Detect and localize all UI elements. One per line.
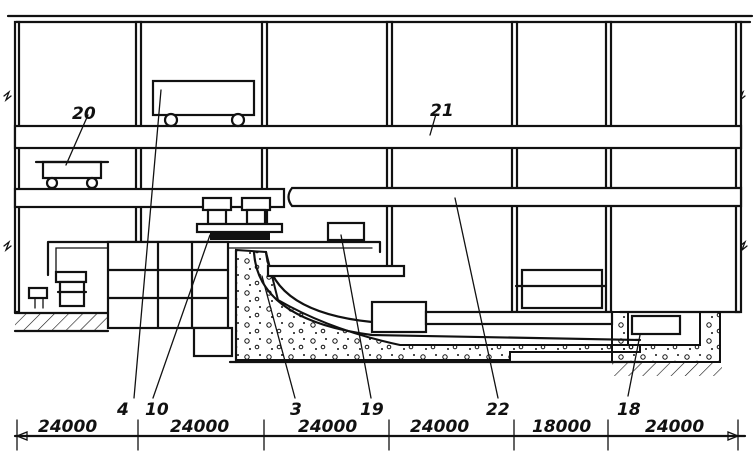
leader-lines: [65, 89, 641, 399]
callout-18: 18: [617, 400, 641, 420]
upper-wagon: [151, 79, 256, 128]
callout-20: 20: [72, 104, 96, 124]
dimension-1: 24000: [38, 417, 97, 437]
dimension-3: 24000: [298, 417, 357, 437]
callout-3: 3: [290, 400, 302, 420]
dimension-2: 24000: [170, 417, 229, 437]
dimension-6: 24000: [645, 417, 704, 437]
dimension-values: 24000 24000 24000 24000 18000 24000: [38, 417, 704, 437]
callout-10: 10: [145, 400, 169, 420]
crane-20: [34, 160, 110, 190]
right-pit: [611, 310, 742, 376]
upper-crane-beam: [13, 124, 743, 150]
lower-beam-right: [287, 186, 743, 208]
dimension-line: [13, 419, 747, 451]
callout-labels: 20 21 4 10 3 19 22 18: [72, 101, 641, 420]
channel: [266, 264, 614, 334]
callout-19: 19: [360, 400, 384, 420]
left-equipment: [27, 270, 88, 309]
dimension-5: 18000: [532, 417, 591, 437]
callout-22: 22: [486, 400, 510, 420]
callout-21: 21: [430, 101, 454, 121]
ground: [13, 311, 110, 333]
mill-stands: [195, 196, 284, 240]
dimension-4: 24000: [410, 417, 469, 437]
callout-4: 4: [116, 400, 129, 420]
